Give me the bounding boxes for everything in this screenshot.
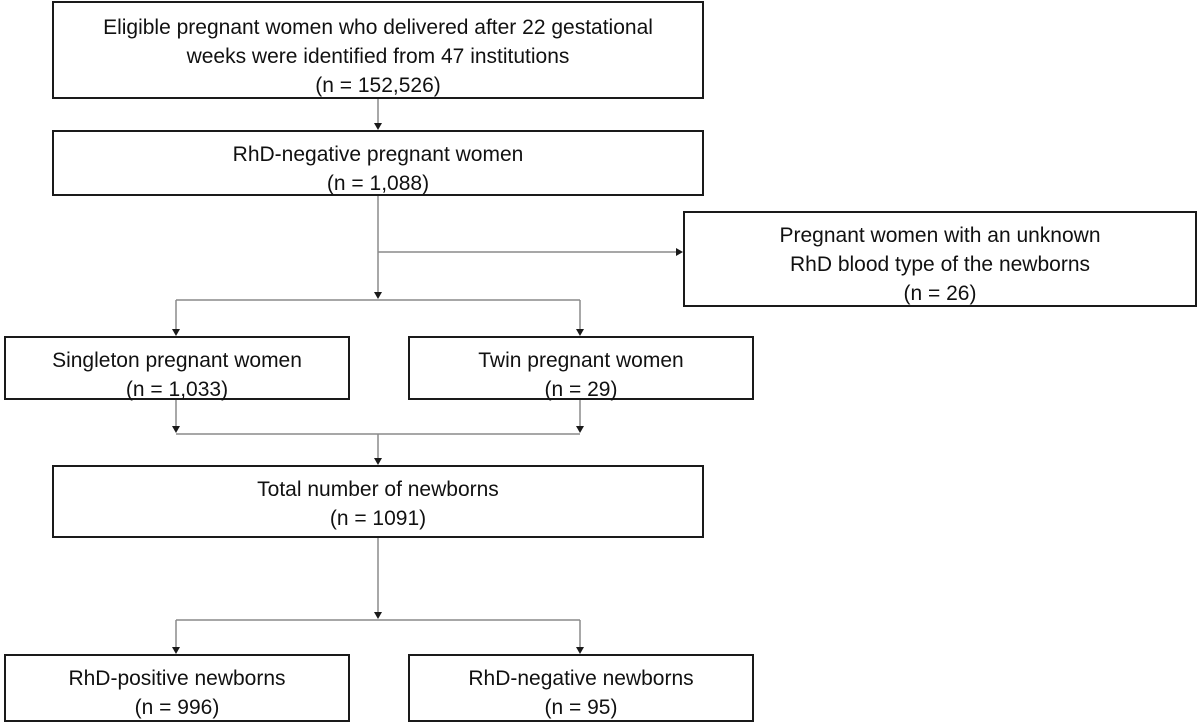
box-unknown-newborn-type: Pregnant women with an unknown RhD blood…	[683, 211, 1197, 307]
box-unknown-count: (n = 26)	[903, 282, 977, 305]
arrowhead	[172, 647, 180, 654]
arrowhead	[374, 292, 382, 299]
box-rhd-negative-newborns: RhD-negative newborns (n = 95)	[408, 654, 754, 722]
box-rhd-positive-newborns: RhD-positive newborns (n = 996)	[4, 654, 350, 722]
box-rhd-negative-women-count: (n = 1,088)	[326, 172, 430, 195]
box-eligible-count: (n = 152,526)	[315, 74, 441, 97]
arrowhead	[676, 248, 683, 256]
box-singleton-count: (n = 1,033)	[125, 378, 229, 401]
box-rhd-negative-newborns-count: (n = 95)	[544, 696, 618, 719]
box-eligible-line-2: weeks were identified from 47 institutio…	[186, 45, 570, 68]
box-total-newborns-label: Total number of newborns	[257, 478, 499, 501]
box-singleton-label: Singleton pregnant women	[52, 349, 302, 372]
arrowhead	[374, 123, 382, 130]
box-rhd-positive-newborns-count: (n = 996)	[134, 696, 220, 719]
box-total-newborns: Total number of newborns (n = 1091)	[52, 465, 704, 538]
box-unknown-line-1: Pregnant women with an unknown	[779, 224, 1101, 247]
box-twin-label: Twin pregnant women	[478, 349, 684, 372]
arrowhead	[576, 329, 584, 336]
arrowhead	[576, 426, 584, 433]
box-eligible-women: Eligible pregnant women who delivered af…	[52, 1, 704, 99]
box-rhd-positive-newborns-label: RhD-positive newborns	[68, 667, 286, 690]
arrowhead	[172, 426, 180, 433]
box-rhd-negative-women-label: RhD-negative pregnant women	[232, 143, 524, 166]
box-rhd-negative-newborns-label: RhD-negative newborns	[468, 667, 694, 690]
arrowhead	[374, 612, 382, 619]
box-singleton-women: Singleton pregnant women (n = 1,033)	[4, 336, 350, 401]
arrowhead	[576, 647, 584, 654]
box-eligible-line-1: Eligible pregnant women who delivered af…	[103, 16, 653, 39]
box-total-newborns-count: (n = 1091)	[329, 507, 427, 530]
arrowhead	[374, 458, 382, 465]
box-rhd-negative-women: RhD-negative pregnant women (n = 1,088)	[52, 130, 704, 196]
box-twin-women: Twin pregnant women (n = 29)	[408, 336, 754, 401]
box-unknown-line-2: RhD blood type of the newborns	[789, 253, 1091, 276]
arrowhead	[172, 329, 180, 336]
box-twin-count: (n = 29)	[544, 378, 618, 401]
